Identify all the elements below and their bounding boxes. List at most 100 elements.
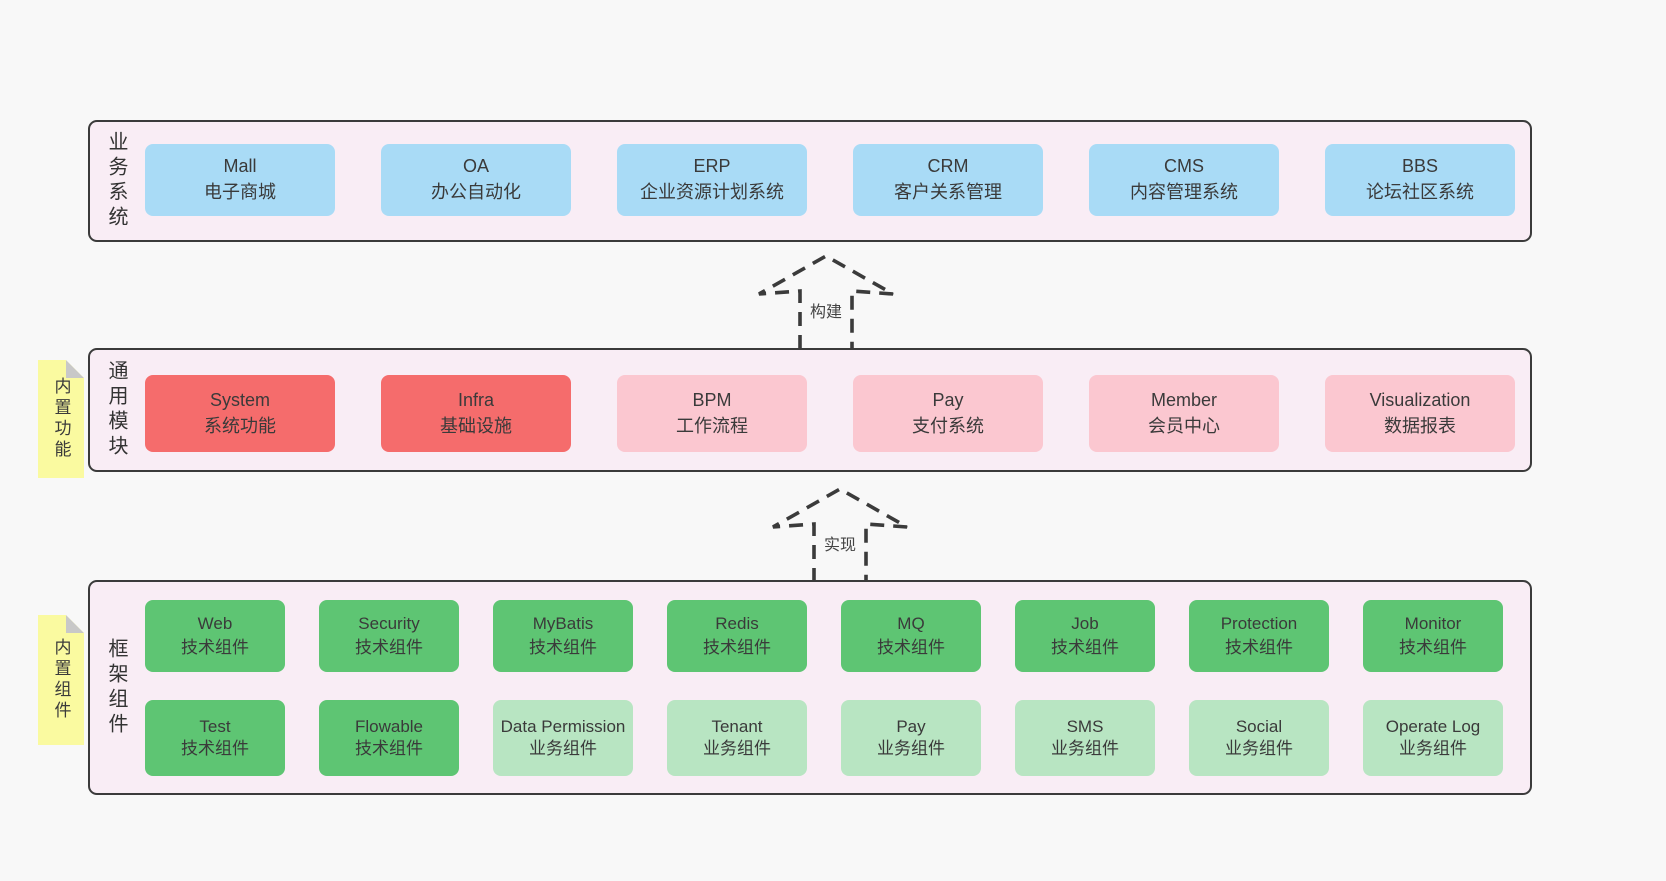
box-title: Protection: [1220, 613, 1298, 633]
box-title: CMS: [1164, 156, 1204, 177]
box-subtitle: 业务组件: [877, 739, 945, 758]
modules-box-row: System 系统功能 Infra 基础设施 BPM 工作流程 Pay 支付系统…: [145, 375, 1515, 452]
box-title: Web: [197, 613, 233, 633]
band-label-components: 框架组件: [105, 637, 127, 738]
box-title: Tenant: [711, 716, 763, 736]
box-subtitle: 技术组件: [355, 739, 423, 758]
box-title: Visualization: [1369, 389, 1471, 410]
arrow-build: 构建: [756, 253, 896, 349]
box-subtitle: 技术组件: [1051, 638, 1119, 657]
box-subtitle: 办公自动化: [431, 182, 521, 202]
box-title: Redis: [715, 613, 759, 633]
box-crm: CRM 客户关系管理: [853, 144, 1043, 216]
box-subtitle: 数据报表: [1384, 415, 1456, 436]
box-subtitle: 技术组件: [181, 739, 249, 758]
box-bbs: BBS 论坛社区系统: [1325, 144, 1515, 216]
box-subtitle: 技术组件: [529, 638, 597, 657]
box-data-permission: Data Permission 业务组件: [493, 700, 633, 776]
box-subtitle: 业务组件: [703, 739, 771, 758]
box-subtitle: 技术组件: [1399, 638, 1467, 657]
box-title: Social: [1235, 716, 1283, 736]
box-title: OA: [462, 156, 489, 177]
box-title: Mall: [223, 156, 257, 177]
box-pay-component: Pay 业务组件: [841, 700, 981, 776]
box-flowable: Flowable 技术组件: [319, 700, 459, 776]
box-title: Infra: [457, 389, 495, 410]
box-subtitle: 业务组件: [529, 739, 597, 758]
box-mybatis: MyBatis 技术组件: [493, 600, 633, 672]
business-box-row: Mall 电子商城 OA 办公自动化 ERP 企业资源计划系统 CRM 客户关系…: [145, 144, 1515, 216]
box-subtitle: 论坛社区系统: [1366, 182, 1474, 202]
box-title: Monitor: [1404, 613, 1462, 633]
box-protection: Protection 技术组件: [1189, 600, 1329, 672]
box-subtitle: 业务组件: [1225, 739, 1293, 758]
box-security: Security 技术组件: [319, 600, 459, 672]
folded-corner-icon: [66, 360, 84, 378]
box-subtitle: 业务组件: [1399, 739, 1467, 758]
box-subtitle: 内容管理系统: [1130, 182, 1238, 202]
box-visualization: Visualization 数据报表: [1325, 375, 1515, 452]
arrow-implement-label: 实现: [820, 530, 860, 556]
box-subtitle: 企业资源计划系统: [640, 182, 784, 202]
box-tenant: Tenant 业务组件: [667, 700, 807, 776]
box-subtitle: 技术组件: [355, 638, 423, 657]
arrow-implement: 实现: [770, 486, 910, 582]
sticky-note-text: 内置功能: [51, 377, 71, 461]
box-monitor: Monitor 技术组件: [1363, 600, 1503, 672]
box-mq: MQ 技术组件: [841, 600, 981, 672]
box-title: BPM: [692, 389, 732, 410]
box-redis: Redis 技术组件: [667, 600, 807, 672]
box-subtitle: 电子商城: [204, 182, 276, 202]
box-title: Data Permission: [500, 716, 626, 736]
box-subtitle: 支付系统: [912, 415, 984, 436]
box-operate-log: Operate Log 业务组件: [1363, 700, 1503, 776]
box-subtitle: 技术组件: [703, 638, 771, 657]
box-title: Flowable: [354, 716, 424, 736]
box-title: Pay: [896, 716, 926, 736]
box-title: Job: [1071, 613, 1099, 633]
box-title: MyBatis: [532, 613, 594, 633]
box-title: Member: [1150, 389, 1217, 410]
box-title: Test: [199, 716, 231, 736]
components-row-1: Web 技术组件 Security 技术组件 MyBatis 技术组件 Redi…: [145, 600, 1503, 672]
box-subtitle: 客户关系管理: [894, 182, 1002, 202]
box-mall: Mall 电子商城: [145, 144, 335, 216]
box-subtitle: 系统功能: [204, 415, 276, 436]
box-member: Member 会员中心: [1089, 375, 1279, 452]
arrow-build-label: 构建: [806, 297, 846, 323]
box-oa: OA 办公自动化: [381, 144, 571, 216]
box-subtitle: 基础设施: [440, 415, 512, 436]
box-sms: SMS 业务组件: [1015, 700, 1155, 776]
box-subtitle: 技术组件: [877, 638, 945, 657]
box-erp: ERP 企业资源计划系统: [617, 144, 807, 216]
box-system: System 系统功能: [145, 375, 335, 452]
box-social: Social 业务组件: [1189, 700, 1329, 776]
box-test: Test 技术组件: [145, 700, 285, 776]
box-pay-module: Pay 支付系统: [853, 375, 1043, 452]
band-framework-components: 框架组件 Web 技术组件 Security 技术组件 MyBatis 技术组件…: [88, 580, 1532, 795]
up-arrow-icon: [772, 486, 908, 582]
box-title: SMS: [1066, 716, 1104, 736]
band-label-business: 业务系统: [105, 131, 127, 231]
box-title: System: [209, 389, 270, 410]
box-title: ERP: [693, 156, 731, 177]
band-common-modules: 通用模块 System 系统功能 Infra 基础设施 BPM 工作流程 Pay…: [88, 348, 1532, 472]
box-title: BBS: [1401, 156, 1439, 177]
box-cms: CMS 内容管理系统: [1089, 144, 1279, 216]
box-infra: Infra 基础设施: [381, 375, 571, 452]
box-subtitle: 会员中心: [1148, 415, 1220, 436]
box-title: MQ: [897, 613, 925, 633]
band-label-modules: 通用模块: [105, 360, 127, 460]
box-web: Web 技术组件: [145, 600, 285, 672]
box-subtitle: 业务组件: [1051, 739, 1119, 758]
box-subtitle: 工作流程: [676, 415, 748, 436]
folded-corner-icon: [66, 615, 84, 633]
box-job: Job 技术组件: [1015, 600, 1155, 672]
sticky-note-text: 内置组件: [51, 638, 71, 722]
sticky-note-builtin-features: 内置功能: [38, 360, 84, 478]
box-title: Operate Log: [1385, 716, 1481, 736]
band-business-systems: 业务系统 Mall 电子商城 OA 办公自动化 ERP 企业资源计划系统 CRM…: [88, 120, 1532, 242]
sticky-note-builtin-components: 内置组件: [38, 615, 84, 745]
box-bpm: BPM 工作流程: [617, 375, 807, 452]
